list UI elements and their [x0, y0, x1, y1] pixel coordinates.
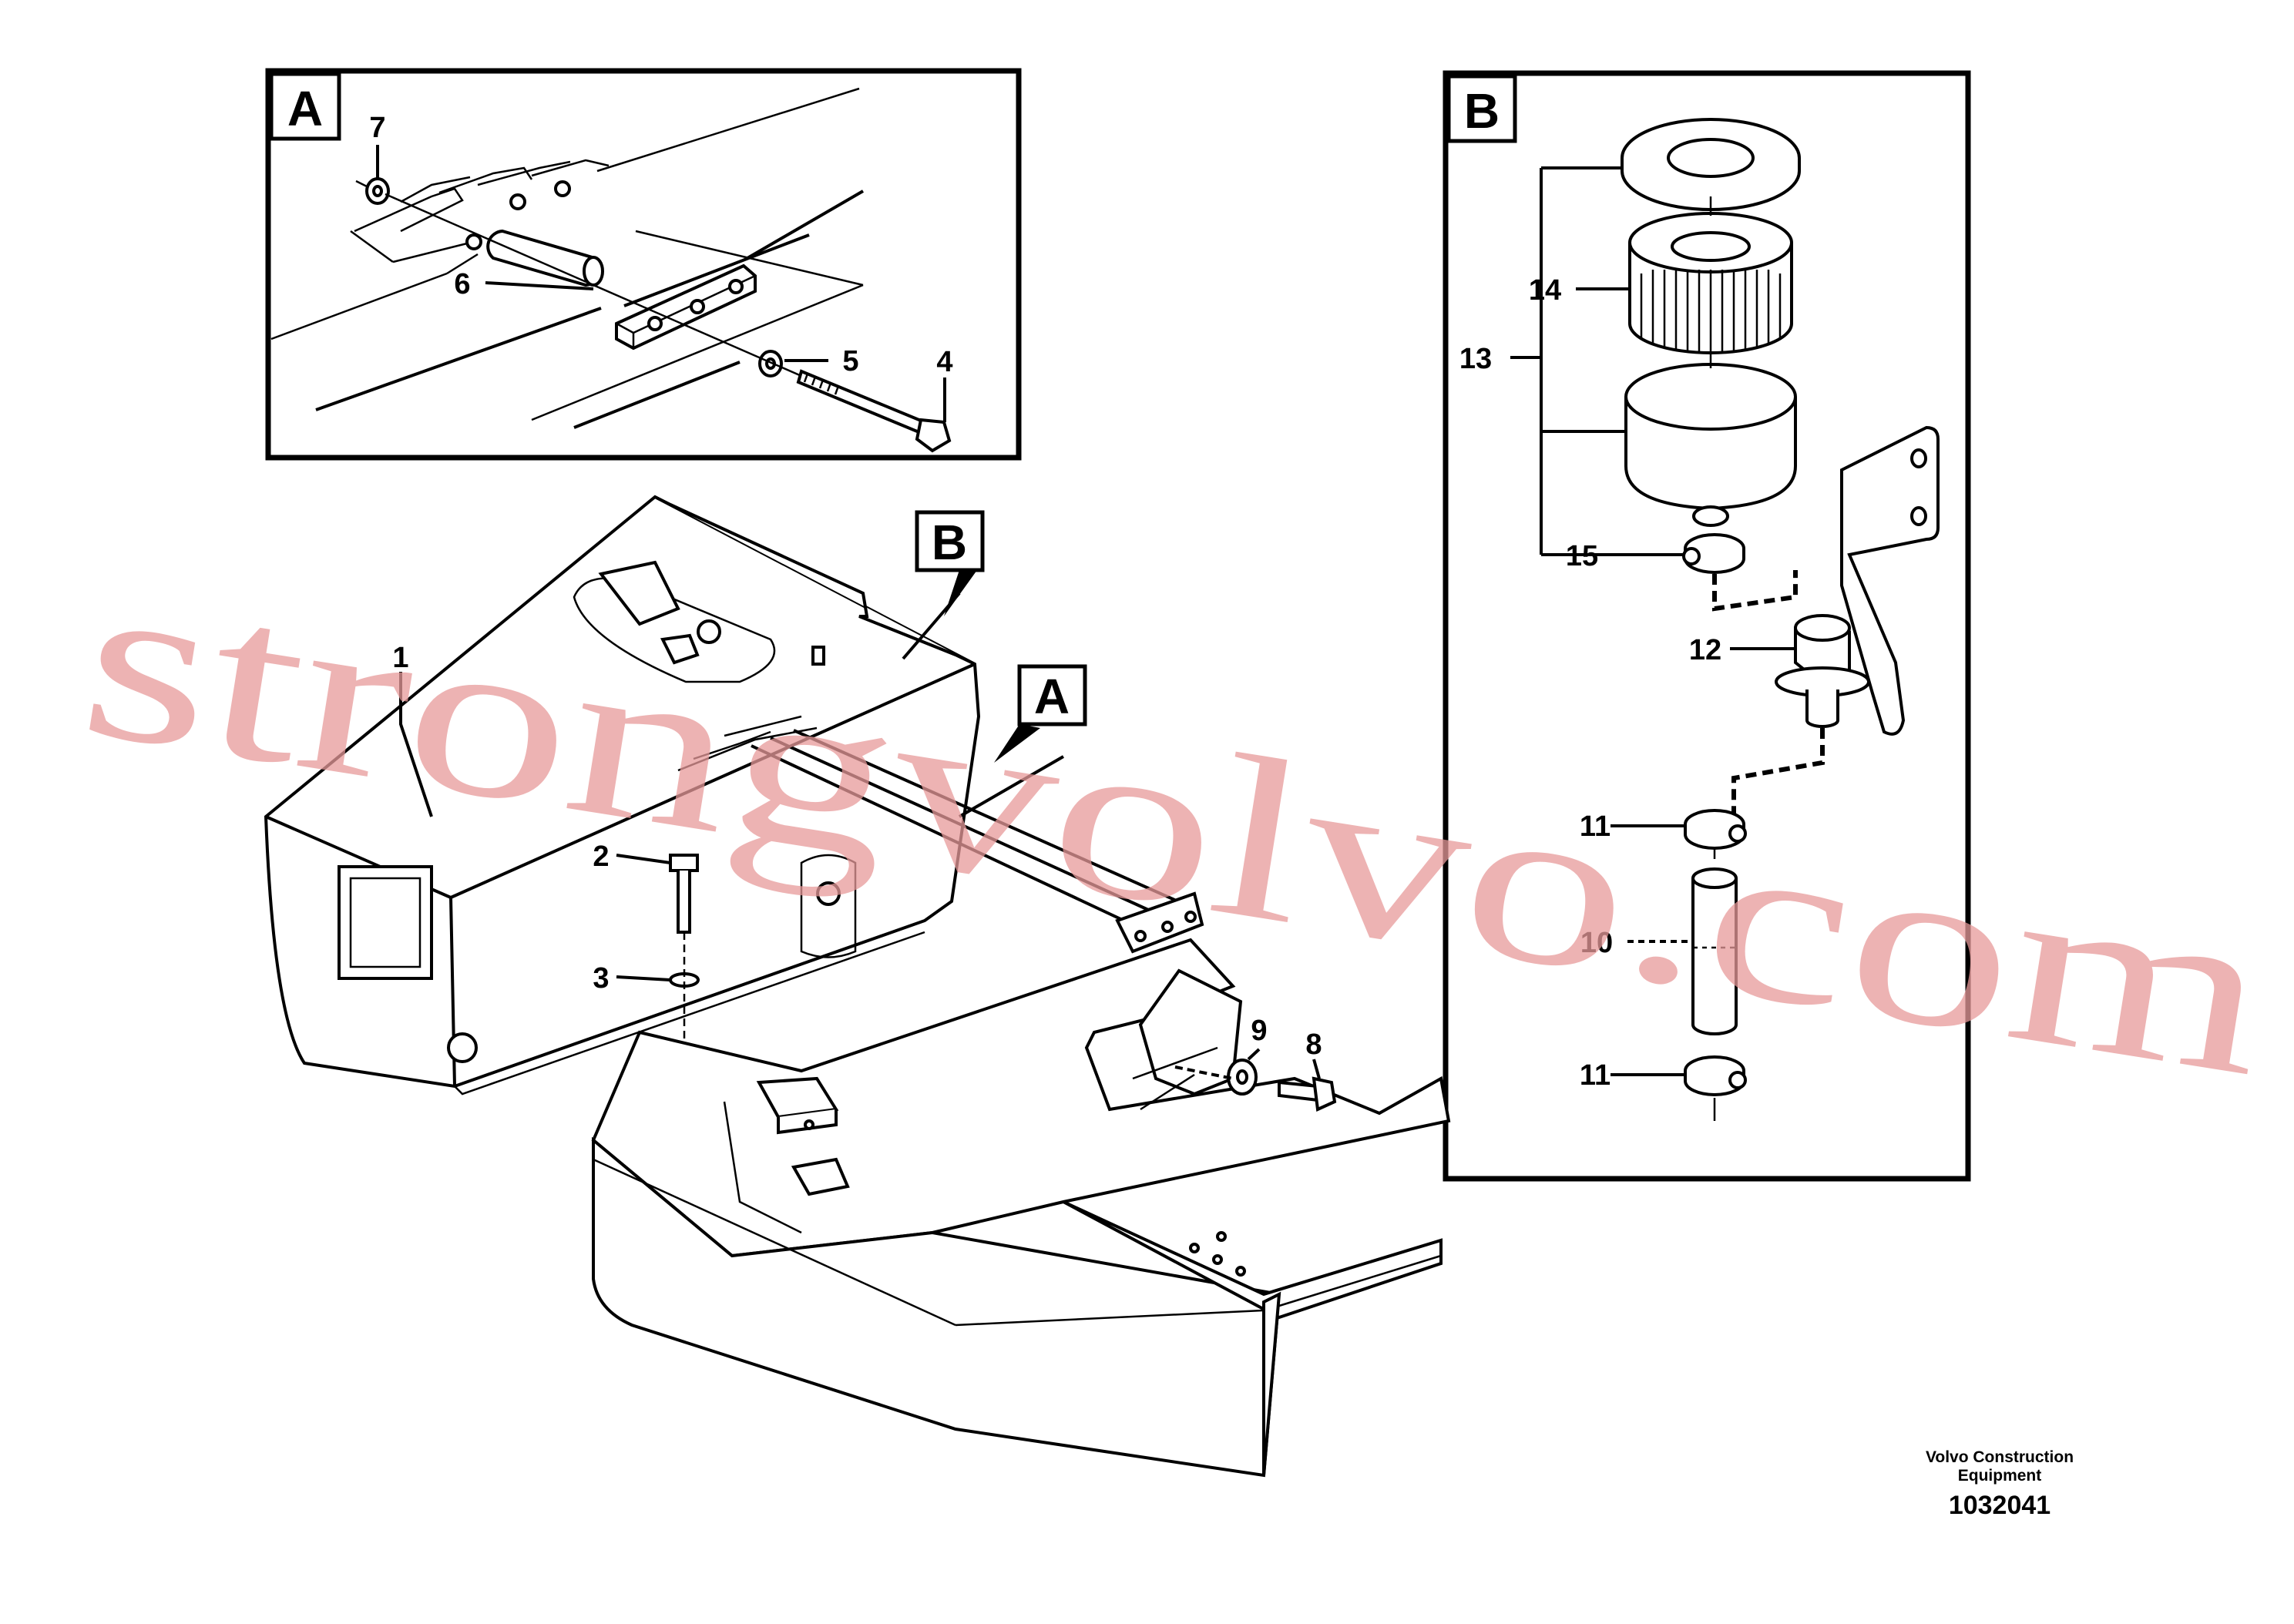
- callout-15: 15: [1566, 540, 1598, 572]
- callout-3: 3: [593, 962, 609, 995]
- pointer-b-arrow: [944, 570, 977, 616]
- pointer-a-tag: [1017, 664, 1087, 726]
- detail-a: A: [265, 68, 1022, 461]
- detail-a-drawing: [270, 87, 952, 453]
- callout-5: 5: [842, 345, 858, 377]
- pointer-a-label: A: [1034, 669, 1070, 724]
- callout-4: 4: [936, 346, 952, 378]
- callout-11-upper: 11: [1580, 810, 1611, 843]
- pointer-a-arrow: [994, 724, 1040, 763]
- detail-b-label: B: [1464, 83, 1500, 139]
- drawing-number: 1032041: [1949, 1491, 2050, 1520]
- detail-b: B: [1443, 70, 1971, 1182]
- callout-14: 14: [1529, 274, 1561, 307]
- callout-13: 13: [1459, 343, 1492, 375]
- credit-line1: Volvo Construction: [1926, 1448, 2074, 1466]
- callout-9: 9: [1251, 1015, 1267, 1047]
- pointer-b-tag: [915, 510, 985, 572]
- callout-12: 12: [1689, 634, 1721, 666]
- pointer-b-label: B: [932, 515, 967, 570]
- callout-8: 8: [1305, 1028, 1322, 1061]
- main-assembly: 1 2 3 9 8 B A: [264, 495, 1451, 1478]
- credit-line2: Equipment: [1958, 1467, 2042, 1485]
- callout-10: 10: [1580, 927, 1613, 959]
- detail-b-drawing: [1621, 118, 1940, 1121]
- filter-pleats: [1640, 270, 1782, 353]
- callout-2: 2: [593, 841, 609, 873]
- callout-6: 6: [454, 268, 470, 300]
- detail-a-label: A: [287, 81, 323, 136]
- detail-b-tag: [1446, 74, 1517, 143]
- detail-a-tag: [269, 72, 341, 141]
- callout-1: 1: [392, 642, 408, 674]
- callout-11-lower: 11: [1580, 1059, 1611, 1092]
- credit-block: Volvo Construction Equipment 1032041: [1926, 1448, 2074, 1520]
- callout-7: 7: [369, 112, 385, 144]
- detail-a-frame: [265, 68, 1022, 461]
